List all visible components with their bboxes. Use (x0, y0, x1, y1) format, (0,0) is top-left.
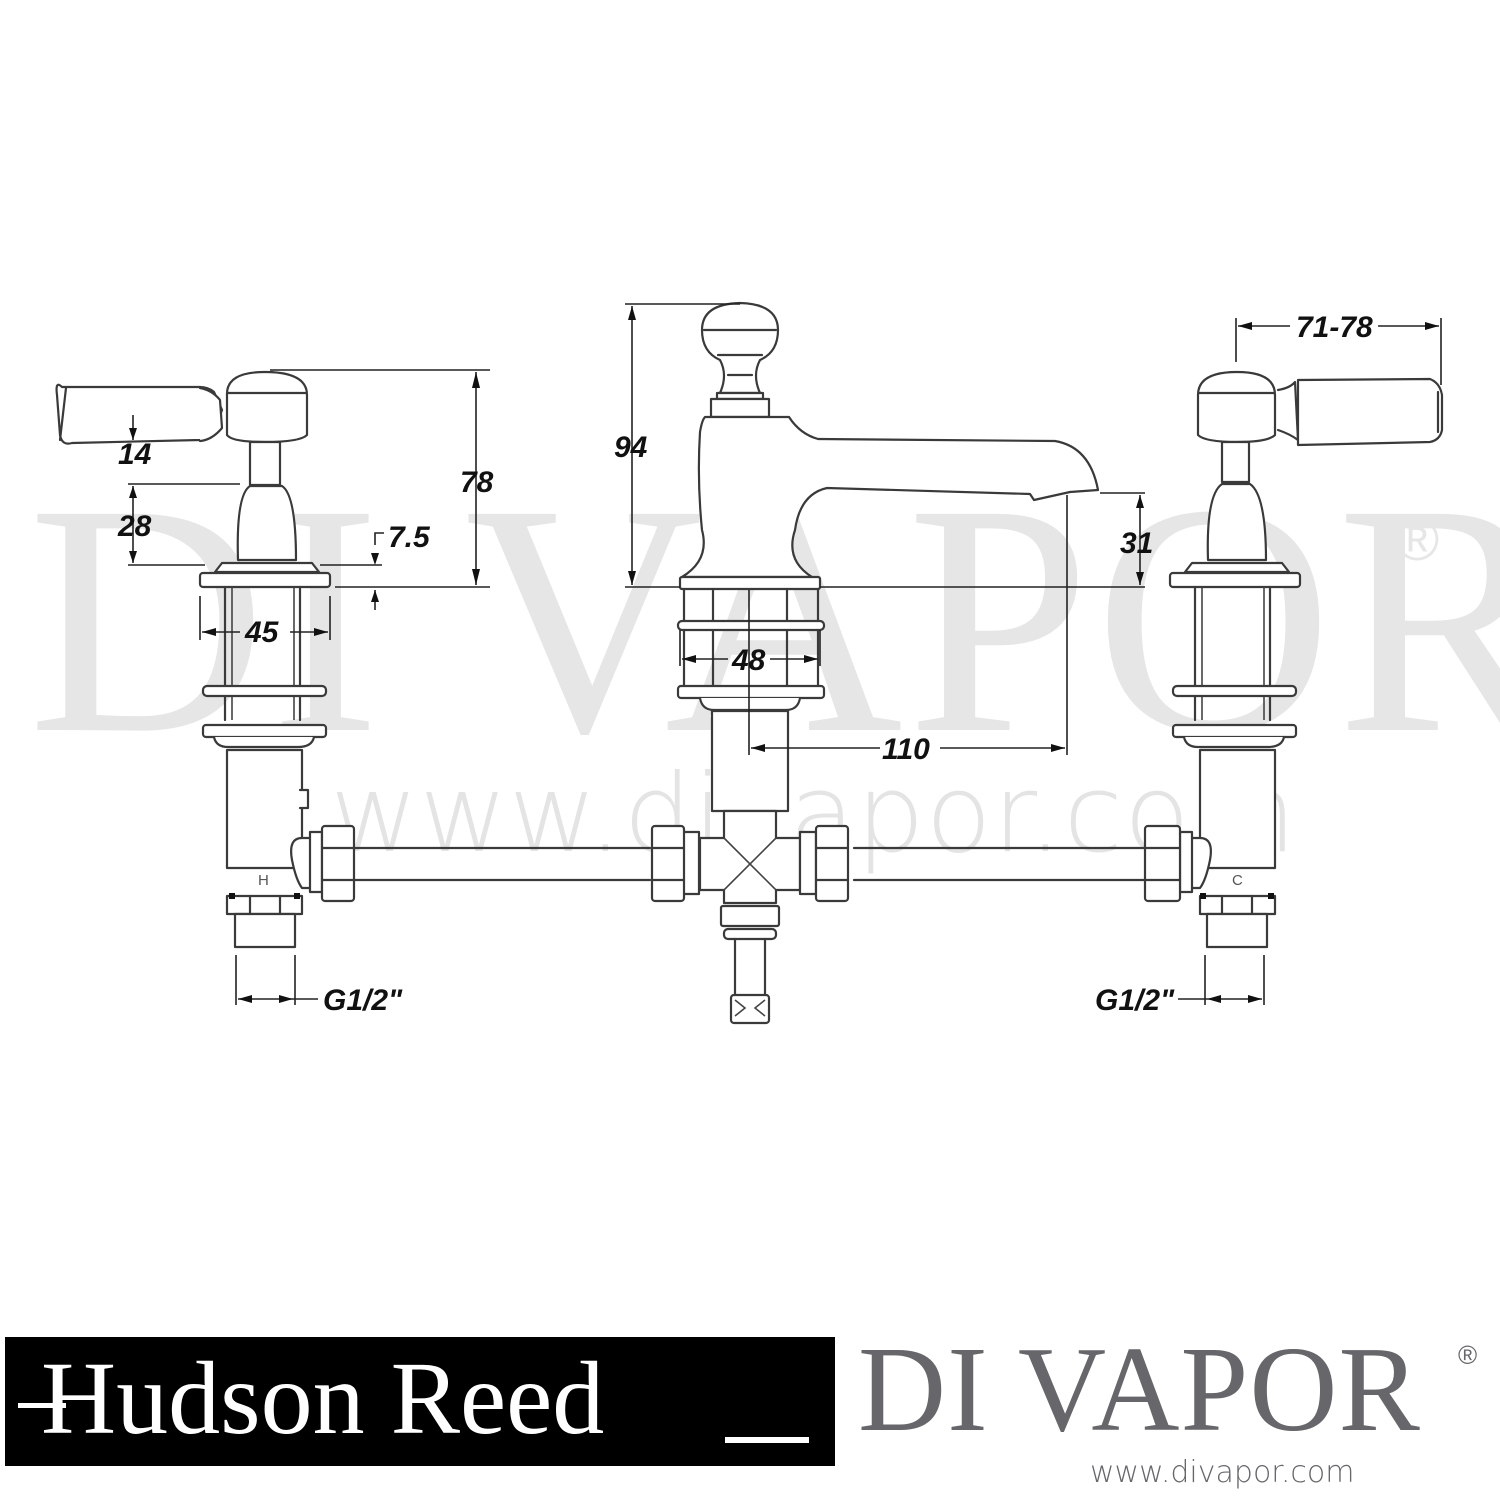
hudson-reed-logo-bar-left (18, 1403, 66, 1408)
connector-pipe (352, 846, 1147, 882)
dim-body-height: 28 (117, 510, 152, 543)
divapor-registered-mark: ® (1458, 1340, 1478, 1370)
hudson-reed-logo-bar-right (725, 1437, 809, 1443)
dim-spout-projection: 110 (882, 733, 930, 766)
hudson-reed-logo-text: Hudson Reed (41, 1341, 605, 1456)
divapor-url: www.divapor.com (1090, 1455, 1355, 1490)
dim-lever-to-body: 14 (118, 438, 152, 471)
hudson-reed-logo: Hudson Reed (5, 1337, 835, 1466)
dim-lever-length: 71-78 (1296, 311, 1373, 344)
left-hot-handle: H (55, 370, 356, 949)
dim-spout-base-diameter: 48 (731, 644, 766, 677)
dim-handle-total-height: 78 (460, 466, 494, 499)
dim-spout-height: 94 (614, 431, 648, 464)
cold-marker: C (1232, 872, 1243, 889)
hot-marker: H (258, 872, 269, 889)
right-cold-handle: C (1143, 370, 1444, 949)
divapor-logo-text: DI VAPOR (858, 1322, 1421, 1457)
center-spout (650, 301, 1100, 1025)
dim-inlet-left: G1/2" (323, 984, 403, 1017)
dimension-lines (128, 303, 1442, 1005)
dim-spout-outlet-height: 31 (1120, 527, 1153, 560)
dim-inlet-right: G1/2" (1095, 984, 1175, 1017)
dim-base-thickness: 7.5 (388, 521, 431, 554)
dim-base-diameter-left: 45 (244, 616, 280, 649)
